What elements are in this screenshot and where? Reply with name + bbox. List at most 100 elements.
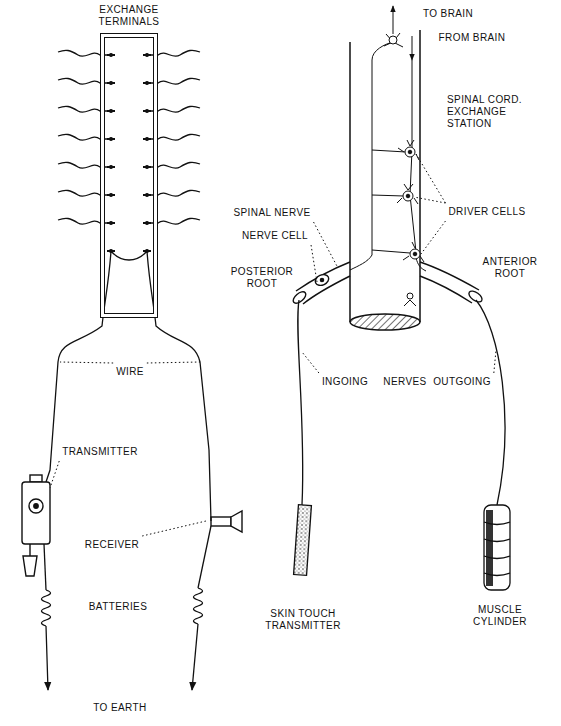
part-label: INGOING	[322, 376, 368, 388]
leader-line	[494, 350, 496, 373]
outgoing-nerve	[476, 300, 505, 505]
terminal-board: EXCHANGE TERMINALS	[100, 4, 158, 318]
leader-line	[50, 461, 59, 488]
terminal-wire	[58, 162, 111, 168]
terminal-wire	[147, 50, 200, 56]
terminal-wire	[58, 190, 111, 196]
line-wire	[44, 544, 46, 590]
terminal-pin	[107, 54, 151, 56]
terminal-pin	[107, 82, 151, 84]
small-cell	[407, 293, 413, 299]
terminal-pin	[107, 110, 151, 112]
ganglion-nucleus	[320, 278, 323, 281]
cell-nucleus	[413, 252, 417, 256]
peripheral-nerves	[298, 300, 505, 505]
muscle-band	[484, 522, 510, 576]
part-label: SKIN TOUCH TRANSMITTER	[265, 608, 341, 632]
terminal-pin	[107, 250, 151, 252]
terminal-pin	[107, 138, 151, 140]
cord-outline	[349, 42, 351, 322]
skin-strip	[294, 505, 312, 576]
terminal-pin	[107, 222, 151, 224]
nerve-cell-ganglion	[314, 273, 331, 288]
driver-cell-body	[405, 147, 415, 157]
ingoing-fibre	[350, 42, 393, 270]
terminal-wire	[147, 106, 200, 112]
anterior-root	[420, 262, 479, 290]
line-wire	[198, 526, 211, 588]
terminal-wire	[58, 134, 111, 140]
part-label: SPINAL NERVE	[233, 207, 310, 219]
spinal-cord	[350, 30, 420, 330]
board-heading: EXCHANGE TERMINALS	[99, 4, 160, 28]
terminal-wire	[147, 162, 200, 168]
part-label: POSTERIOR ROOT	[231, 266, 294, 290]
driver-cell-body	[410, 249, 420, 259]
transmitter-symbol	[22, 475, 50, 576]
terminal-pin	[107, 166, 151, 168]
brain-cell	[389, 36, 397, 44]
cross-wire	[111, 251, 147, 260]
driver-cell-body	[403, 191, 413, 201]
part-label: FROM BRAIN	[439, 32, 506, 44]
posterior-root	[296, 262, 350, 291]
branch-fibre	[372, 150, 410, 253]
part-label: TO BRAIN	[423, 8, 473, 20]
leader-line	[421, 221, 445, 254]
nerve-fibres	[350, 6, 426, 271]
line-wire	[147, 251, 211, 521]
part-label: TRANSMITTER	[62, 446, 138, 458]
cord-section	[350, 314, 420, 330]
anterior-root	[420, 276, 472, 303]
battery-coil	[194, 588, 203, 624]
terminal-wire	[147, 134, 200, 140]
exchange-wiring	[42, 50, 212, 690]
handset-cord	[29, 544, 30, 556]
cord-outline	[419, 30, 421, 322]
driver-cell	[389, 36, 424, 306]
cell-nucleus	[408, 150, 412, 154]
skin-symbol	[294, 505, 312, 576]
leader-line	[147, 362, 200, 363]
leader-line	[142, 521, 206, 536]
terminal-wire	[147, 218, 200, 224]
ascending-fibre	[393, 6, 394, 34]
muscle-body	[484, 505, 510, 590]
part-label: RECEIVER	[85, 539, 139, 551]
handset	[23, 556, 37, 576]
part-label: DRIVER CELLS	[448, 206, 525, 218]
leader-line	[302, 352, 319, 373]
root-end	[291, 290, 308, 306]
cell-nucleus	[406, 194, 410, 198]
muscle-symbol	[484, 505, 510, 590]
battery-coil	[42, 590, 51, 626]
root-end	[467, 289, 484, 304]
terminal-wire	[58, 218, 111, 224]
transmitter-mouth	[29, 499, 43, 513]
part-label: SPINAL CORD. EXCHANGE STATION	[447, 94, 547, 130]
part-label: OUTGOING	[433, 376, 491, 388]
part-label: TO EARTH	[93, 702, 146, 714]
cell-dendrites	[397, 140, 424, 306]
terminal-wire	[147, 190, 200, 196]
nerve-roots	[291, 262, 484, 305]
cell-dendrites	[384, 33, 403, 47]
terminal-wire	[147, 78, 200, 84]
transmitter-case	[22, 482, 50, 544]
part-label: NERVES	[383, 376, 426, 388]
part-label: NERVE CELL	[242, 230, 308, 242]
part-label: BATTERIES	[89, 601, 147, 613]
terminal-pin	[107, 194, 151, 196]
part-label: ANTERIOR ROOT	[483, 256, 538, 280]
receiver-cone	[231, 511, 242, 532]
terminal-wire	[58, 78, 111, 84]
receiver-symbol	[211, 511, 242, 532]
leader-line	[60, 362, 113, 363]
leader-line	[311, 245, 317, 282]
transmitter-hook	[30, 475, 42, 482]
transmitter-centre	[34, 504, 38, 508]
terminal-wire	[58, 106, 111, 112]
part-label: WIRE	[116, 366, 144, 378]
descending-arrow	[412, 36, 413, 60]
